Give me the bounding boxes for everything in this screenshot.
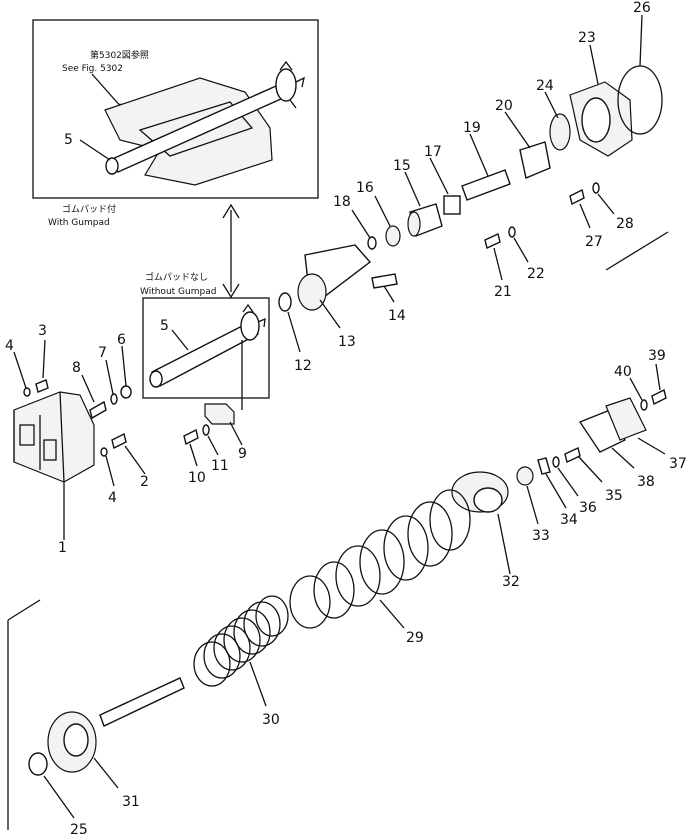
label-34: 34 bbox=[560, 512, 578, 528]
label-21: 21 bbox=[494, 284, 512, 300]
label-32: 32 bbox=[502, 574, 520, 590]
label-3: 3 bbox=[38, 323, 47, 339]
parts-32-40: 32 33 34 36 35 38 37 40 39 bbox=[451, 348, 687, 590]
frame-part-1: 1 bbox=[13, 391, 95, 556]
label-4b: 4 bbox=[108, 490, 117, 506]
label-9: 9 bbox=[238, 446, 247, 462]
label-5-top: 5 bbox=[64, 132, 73, 148]
label-22: 22 bbox=[527, 266, 545, 282]
label-38: 38 bbox=[637, 474, 655, 490]
label-27: 27 bbox=[585, 234, 603, 250]
label-25: 25 bbox=[70, 822, 88, 837]
label-17: 17 bbox=[424, 144, 442, 160]
inset-ref-jp: 第5302図参照 bbox=[90, 49, 149, 61]
alternative-arrow bbox=[222, 203, 240, 299]
label-12: 12 bbox=[294, 358, 312, 374]
without-gumpad-jp: ゴムパッドなし bbox=[145, 271, 208, 283]
label-19: 19 bbox=[463, 120, 481, 136]
part-31-25: 31 25 bbox=[7, 599, 185, 837]
label-7: 7 bbox=[98, 345, 107, 361]
without-gumpad-en: Without Gumpad bbox=[140, 287, 216, 297]
label-30: 30 bbox=[262, 712, 280, 728]
with-gumpad-inset: 第5302図参照 See Fig. 5302 5 bbox=[32, 19, 319, 199]
label-13: 13 bbox=[338, 334, 356, 350]
with-gumpad-en: With Gumpad bbox=[48, 218, 110, 228]
inset-ref-en: See Fig. 5302 bbox=[62, 64, 123, 74]
label-36: 36 bbox=[579, 500, 597, 516]
spring-29: 29 bbox=[289, 489, 471, 646]
label-40: 40 bbox=[614, 364, 632, 380]
label-28: 28 bbox=[616, 216, 634, 232]
label-4a: 4 bbox=[5, 338, 14, 354]
small-fasteners-left: 4 3 8 7 6 2 4 bbox=[5, 323, 149, 506]
label-37: 37 bbox=[669, 456, 687, 472]
without-gumpad-inset: 5 bbox=[142, 297, 270, 399]
label-31: 31 bbox=[122, 794, 140, 810]
label-8: 8 bbox=[72, 360, 81, 376]
with-gumpad-jp: ゴムパッド付 bbox=[62, 203, 116, 215]
spring-30: 30 bbox=[193, 595, 289, 728]
label-5-inset: 5 bbox=[160, 318, 169, 334]
label-16: 16 bbox=[356, 180, 374, 196]
label-35: 35 bbox=[605, 488, 623, 504]
label-23: 23 bbox=[578, 30, 596, 46]
label-18: 18 bbox=[333, 194, 351, 210]
label-15: 15 bbox=[393, 158, 411, 174]
label-1: 1 bbox=[58, 540, 67, 556]
label-33: 33 bbox=[532, 528, 550, 544]
label-2: 2 bbox=[140, 474, 149, 490]
label-39: 39 bbox=[648, 348, 666, 364]
label-14: 14 bbox=[388, 308, 406, 324]
label-29: 29 bbox=[406, 630, 424, 646]
label-10: 10 bbox=[188, 470, 206, 486]
parts-23-28: 24 23 26 27 28 bbox=[536, 0, 669, 271]
label-26: 26 bbox=[633, 0, 651, 16]
parts-12-13-14: 12 13 14 bbox=[278, 244, 406, 374]
label-20: 20 bbox=[495, 98, 513, 114]
parts-15-22: 18 16 15 17 19 20 21 22 bbox=[333, 98, 551, 300]
label-6: 6 bbox=[117, 332, 126, 348]
parts-9-10-11: 9 10 11 bbox=[183, 403, 247, 486]
label-11: 11 bbox=[211, 458, 229, 474]
label-24: 24 bbox=[536, 78, 554, 94]
